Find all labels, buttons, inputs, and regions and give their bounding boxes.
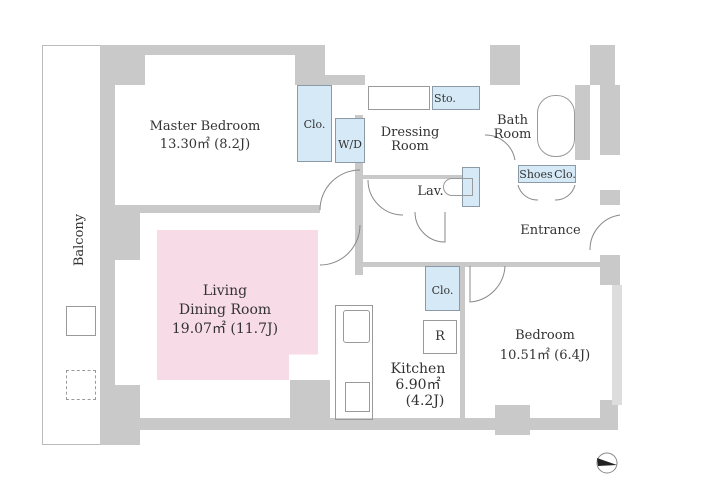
master-bedroom-name: Master Bedroom [149,119,261,134]
sink-icon [343,310,370,343]
stove-icon [345,382,370,412]
refrigerator-label: R [435,329,445,344]
kitchen-area: 6.90㎡ [395,377,441,393]
bath-room-name2: Room [493,127,532,142]
washer-dryer-space [335,118,365,163]
closet-master [297,85,332,162]
shoes-label: Shoes [519,168,553,181]
living-name2: Dining Room [178,302,272,318]
refrigerator-space [423,320,457,354]
aircon-unit-dashed [66,370,96,400]
lavatory-label: Lav. [417,184,444,199]
storage-label: Sto. [434,92,456,105]
kitchen-counter [335,305,373,420]
kitchen-tatami: (4.2J) [405,393,445,409]
dressing-room-name2: Room [391,139,429,154]
entrance-closet-label: Clo. [554,168,576,181]
north-arrow-icon [597,458,617,466]
kitchen-name: Kitchen [390,361,446,377]
bath-room-name1: Bath [497,113,528,128]
bedroom-name: Bedroom [515,328,575,343]
storage [432,86,480,110]
closet-master-label: Clo. [303,118,326,131]
dressing-shelves [368,86,430,110]
washer-dryer-label: W/D [338,138,362,151]
dressing-room-name1: Dressing [380,125,440,140]
shoes-closet [518,165,576,183]
bathtub [537,95,575,157]
living-area: 19.07㎡ (11.7J) [171,321,279,337]
master-bedroom-area: 13.30㎡ (8.2J) [159,137,251,152]
closet-hall [425,266,460,311]
closet-hall-label: Clo. [431,284,454,297]
bedroom-area: 10.51㎡ (6.4J) [499,348,591,363]
toilet [443,178,473,196]
entrance-label: Entrance [520,223,581,238]
aircon-unit [66,306,96,336]
living-name1: Living [202,283,248,299]
